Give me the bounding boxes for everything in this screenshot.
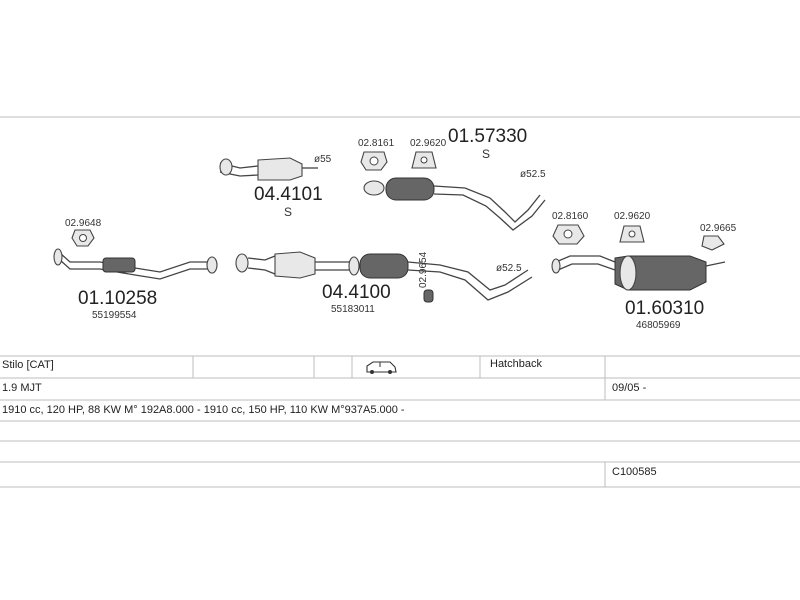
gasket-02-9648 — [71, 229, 95, 247]
catalyst-04-4100 — [235, 251, 533, 301]
cell-model: Stilo [CAT] — [2, 359, 54, 371]
label-01-57330-s: S — [482, 147, 490, 161]
label-02-9654: 02.9654 — [418, 251, 429, 288]
label-02-8161: 02.8161 — [358, 138, 395, 149]
bracket-02-9654 — [423, 289, 434, 303]
cell-specs: 1910 cc, 120 HP, 88 KW M° 192A8.000 - 19… — [2, 404, 405, 416]
catalyst-04-4101 — [219, 157, 318, 181]
label-04-4101: 04.4101 — [254, 184, 323, 205]
label-46805969: 46805969 — [636, 320, 681, 331]
label-01-60310: 01.60310 — [625, 298, 704, 319]
car-icon — [366, 361, 397, 374]
hanger-02-9665 — [701, 235, 725, 251]
cell-body-type: Hatchback — [490, 358, 542, 370]
label-dia55: ø55 — [314, 154, 332, 165]
label-dia52-5-a: ø52.5 — [520, 169, 546, 180]
clamp-02-8160 — [552, 224, 585, 245]
label-02-9665: 02.9665 — [700, 223, 737, 234]
cell-engine: 1.9 MJT — [2, 382, 42, 394]
label-02-8160: 02.8160 — [552, 211, 589, 222]
label-01-57330: 01.57330 — [448, 126, 527, 147]
vehicle-table-grid — [0, 355, 800, 488]
middle-pipe-01-57330 — [363, 177, 546, 231]
label-02-9648: 02.9648 — [65, 218, 102, 229]
label-04-4101-s: S — [284, 205, 292, 219]
label-01-10258: 01.10258 — [78, 288, 157, 309]
label-55183011: 55183011 — [331, 304, 375, 315]
clamp-02-8161 — [360, 151, 388, 171]
hanger-02-9620-a — [411, 151, 437, 169]
cell-code: C100585 — [612, 466, 657, 478]
label-02-9620-b: 02.9620 — [614, 211, 651, 222]
label-04-4100: 04.4100 — [322, 282, 391, 303]
label-02-9620-a: 02.9620 — [410, 138, 447, 149]
label-dia52-5-b: ø52.5 — [496, 263, 522, 274]
hanger-02-9620-b — [619, 225, 645, 243]
label-55199554: 55199554 — [92, 310, 137, 321]
rear-silencer-01-60310 — [551, 255, 726, 291]
cell-date: 09/05 - — [612, 382, 647, 394]
front-pipe-01-10258 — [53, 248, 218, 280]
